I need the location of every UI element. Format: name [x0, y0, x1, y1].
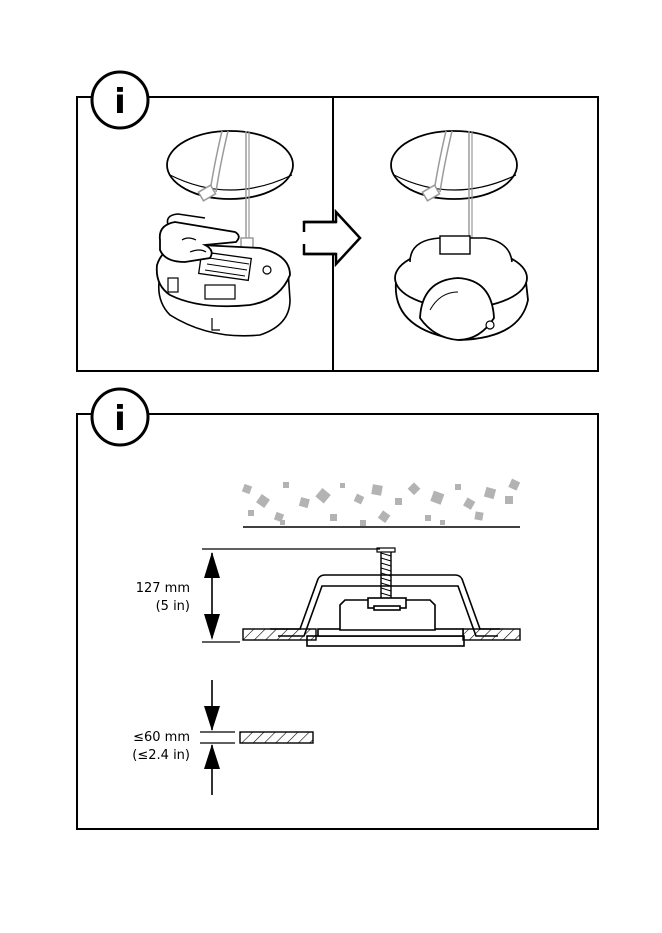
- info-icon: i: [92, 389, 148, 445]
- ceiling-tile-sample: [240, 732, 313, 743]
- top-panel: i: [77, 72, 598, 371]
- thickness-metric-label: ≤60 mm: [133, 730, 190, 745]
- dome-camera: [395, 236, 528, 340]
- bottom-panel-frame: [77, 414, 598, 829]
- info-icon: i: [92, 72, 148, 128]
- bottom-panel: i: [77, 389, 598, 829]
- thickness-imperial-label: (≤2.4 in): [132, 748, 190, 763]
- info-icon-glyph: i: [114, 82, 126, 122]
- depth-imperial-label: (5 in): [156, 599, 190, 614]
- arrow-right-icon: [300, 212, 360, 264]
- thickness-dimension: ≤60 mm (≤2.4 in): [132, 680, 313, 795]
- ceiling-hole-right: [391, 131, 517, 199]
- ceiling-hole-left: [167, 131, 293, 199]
- depth-metric-label: 127 mm: [136, 581, 190, 596]
- ceiling-tile-right: [463, 629, 520, 640]
- info-icon-glyph: i: [114, 399, 126, 439]
- concrete-slab: [242, 479, 520, 526]
